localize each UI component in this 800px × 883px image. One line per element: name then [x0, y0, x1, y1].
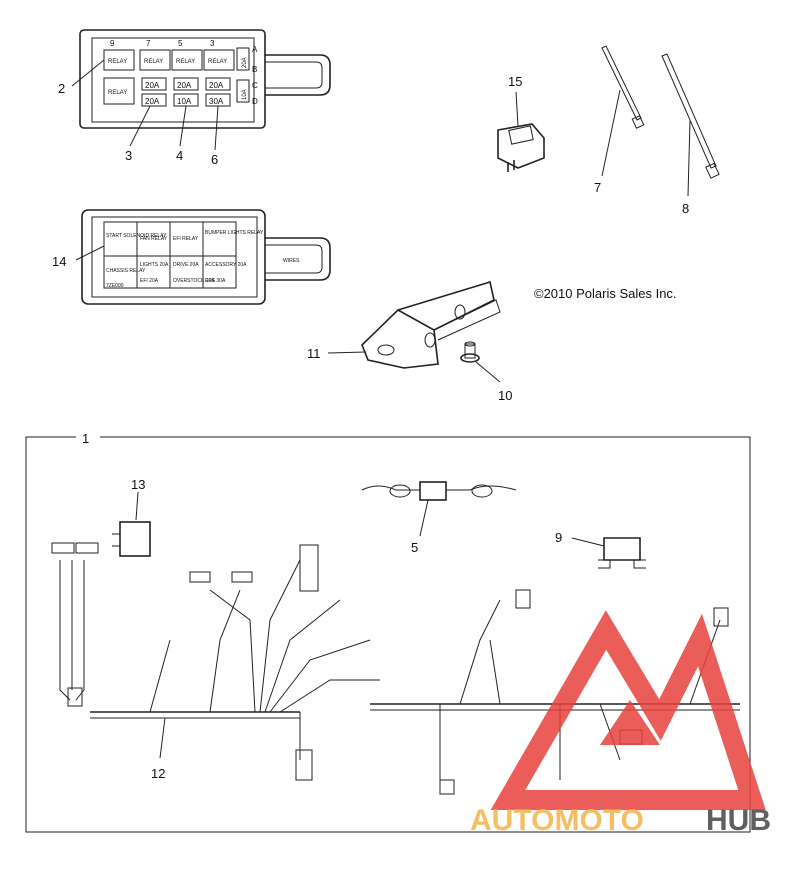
- relay-label-5: RELAY: [108, 90, 127, 96]
- fuse-r2-3: 30A: [209, 97, 224, 106]
- part-9: [571, 537, 646, 569]
- connector-15: [497, 91, 545, 172]
- side-letter-b: B: [252, 65, 257, 74]
- cable-tie-7: [601, 45, 645, 177]
- watermark-logo-inner: [600, 700, 660, 745]
- relay-label-1: RELAY: [108, 59, 127, 65]
- cover-cell-overstock: OVERSTOCK 10A: [173, 278, 215, 284]
- fuse-r2-2: 10A: [177, 97, 192, 106]
- relay-label-3: RELAY: [176, 59, 195, 65]
- watermark-brand-part2: HUB: [706, 804, 771, 837]
- leader-7: [601, 89, 621, 177]
- cover-cell-efi: EFI 20A: [140, 278, 159, 284]
- side-fuse-2: 10A: [242, 89, 248, 100]
- cable-tie-8: [661, 53, 720, 197]
- callout-3: 3: [125, 148, 132, 163]
- cover-cell-accessory: ACCESSORY 20A: [205, 262, 247, 268]
- callout-15: 15: [508, 74, 522, 89]
- callout-14: 14: [52, 254, 66, 269]
- automotohub-watermark: AUTOMOTO HUB: [470, 610, 771, 837]
- leader-8: [687, 119, 691, 197]
- cover-cell-eps: EPS 30A: [205, 278, 226, 284]
- leader-10: [475, 361, 501, 383]
- callout-10: 10: [498, 388, 512, 403]
- leader-2: [71, 59, 105, 87]
- cover-cell-drive: DRIVE 20A: [173, 262, 199, 268]
- callout-13: 13: [131, 477, 145, 492]
- fuse-r1-2: 20A: [177, 81, 192, 90]
- cover-cell-efi-relay: EFI RELAY: [173, 236, 199, 242]
- cover-cell-chassis-relay: CHASSIS RELAY: [106, 268, 146, 274]
- cover-cell-bumper-lights: BUMPER LIGHTS RELAY: [205, 230, 264, 236]
- leader-3: [129, 105, 151, 147]
- relay-label-2: RELAY: [144, 59, 163, 65]
- fuse-top-num-7: 7: [146, 39, 151, 48]
- leader-5: [419, 499, 429, 537]
- cover-part-code: 7ZE000: [106, 283, 124, 289]
- leader-11: [327, 351, 367, 354]
- callout-8: 8: [682, 201, 689, 216]
- fuse-r2-1: 20A: [145, 97, 160, 106]
- leader-14: [75, 245, 105, 261]
- side-letter-d: D: [252, 97, 258, 106]
- leader-13: [135, 491, 139, 521]
- callout-6: 6: [211, 152, 218, 167]
- fastener-10: [460, 341, 501, 383]
- callout-2: 2: [58, 81, 65, 96]
- relay-label-4: RELAY: [208, 59, 227, 65]
- side-fuse-1: 20A: [242, 57, 248, 68]
- watermark-brand-part1: AUTOMOTO: [470, 804, 644, 837]
- leader-4: [179, 105, 187, 147]
- watermark-logo-triangle: [490, 610, 766, 810]
- callout-12: 12: [151, 766, 165, 781]
- callout-11: 11: [307, 346, 321, 361]
- harness-frame: [25, 436, 751, 833]
- relay-13: [112, 491, 151, 557]
- fuse-top-num-5: 5: [178, 39, 183, 48]
- inline-fuse-5: [361, 481, 517, 537]
- fuse-box-top: 9 7 5 3 RELAY RELAY RELAY RELAY RELAY 20…: [71, 29, 331, 151]
- leader-12: [159, 717, 166, 759]
- copyright-notice: ©2010 Polaris Sales Inc.: [534, 286, 677, 301]
- callout-4: 4: [176, 148, 183, 163]
- cover-cell-lights: LIGHTS 20A: [140, 262, 169, 268]
- side-letter-a: A: [252, 45, 258, 54]
- callout-5: 5: [411, 540, 418, 555]
- callout-1: 1: [82, 431, 89, 446]
- leader-9: [571, 537, 605, 547]
- fuse-r1-3: 20A: [209, 81, 224, 90]
- bracket-11: [327, 280, 501, 369]
- cover-cell-start-solenoid: START SOLENOID RELAY: [106, 233, 167, 239]
- callout-9: 9: [555, 530, 562, 545]
- side-letter-c: C: [252, 81, 258, 90]
- fuse-box-cover: START SOLENOID RELAY FAN RELAY EFI RELAY…: [75, 209, 331, 305]
- fuse-r1-1: 20A: [145, 81, 160, 90]
- fuse-top-num-9: 9: [110, 39, 115, 48]
- callout-7: 7: [594, 180, 601, 195]
- fuse-top-num-3: 3: [210, 39, 215, 48]
- cover-wires-label: WIRES: [283, 258, 300, 264]
- cover-cell-fan-relay: FAN RELAY: [140, 236, 168, 242]
- leader-6: [214, 105, 219, 151]
- leader-15: [515, 91, 519, 127]
